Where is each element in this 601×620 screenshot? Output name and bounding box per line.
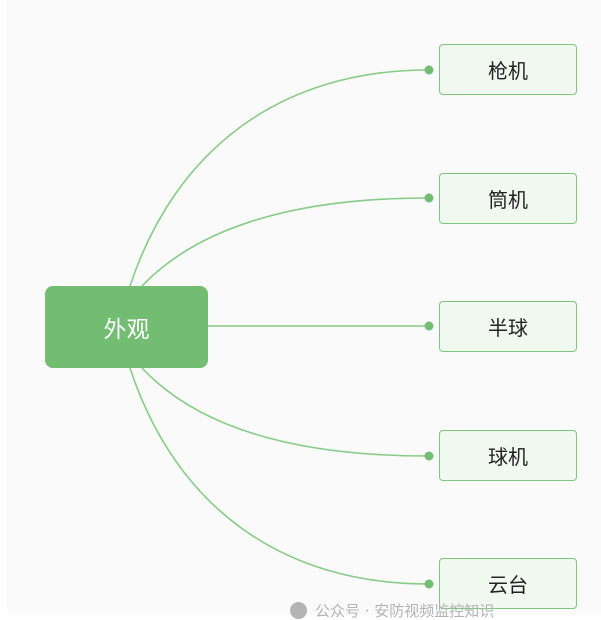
connector-dot [424, 579, 434, 589]
watermark-text: 公众号 · 安防视频监控知识 [315, 601, 495, 620]
connector-dot [424, 65, 434, 75]
watermark: 公众号 · 安防视频监控知识 [290, 600, 601, 620]
subtopic-label: 云台 [488, 573, 528, 597]
subtopic-label: 枪机 [488, 59, 528, 83]
subtopic-node[interactable]: 筒机 [439, 173, 577, 224]
subtopic-node[interactable]: 枪机 [439, 44, 577, 95]
connector-dot [424, 321, 434, 331]
connector-dot [424, 193, 434, 203]
root-topic[interactable]: 外观 [45, 286, 208, 368]
connector-line [129, 69, 429, 287]
connector-line [141, 367, 429, 457]
subtopic-node[interactable]: 球机 [439, 430, 577, 481]
subtopic-node[interactable]: 云台 [439, 558, 577, 609]
connector-line [141, 197, 429, 287]
wechat-icon [290, 601, 307, 619]
subtopic-label: 半球 [488, 316, 528, 340]
root-topic-label: 外观 [103, 317, 150, 343]
subtopic-node[interactable]: 半球 [439, 301, 577, 352]
subtopic-label: 球机 [488, 445, 528, 469]
subtopic-label: 筒机 [488, 188, 528, 212]
connector-line [129, 367, 429, 585]
connector-dot [424, 451, 434, 461]
